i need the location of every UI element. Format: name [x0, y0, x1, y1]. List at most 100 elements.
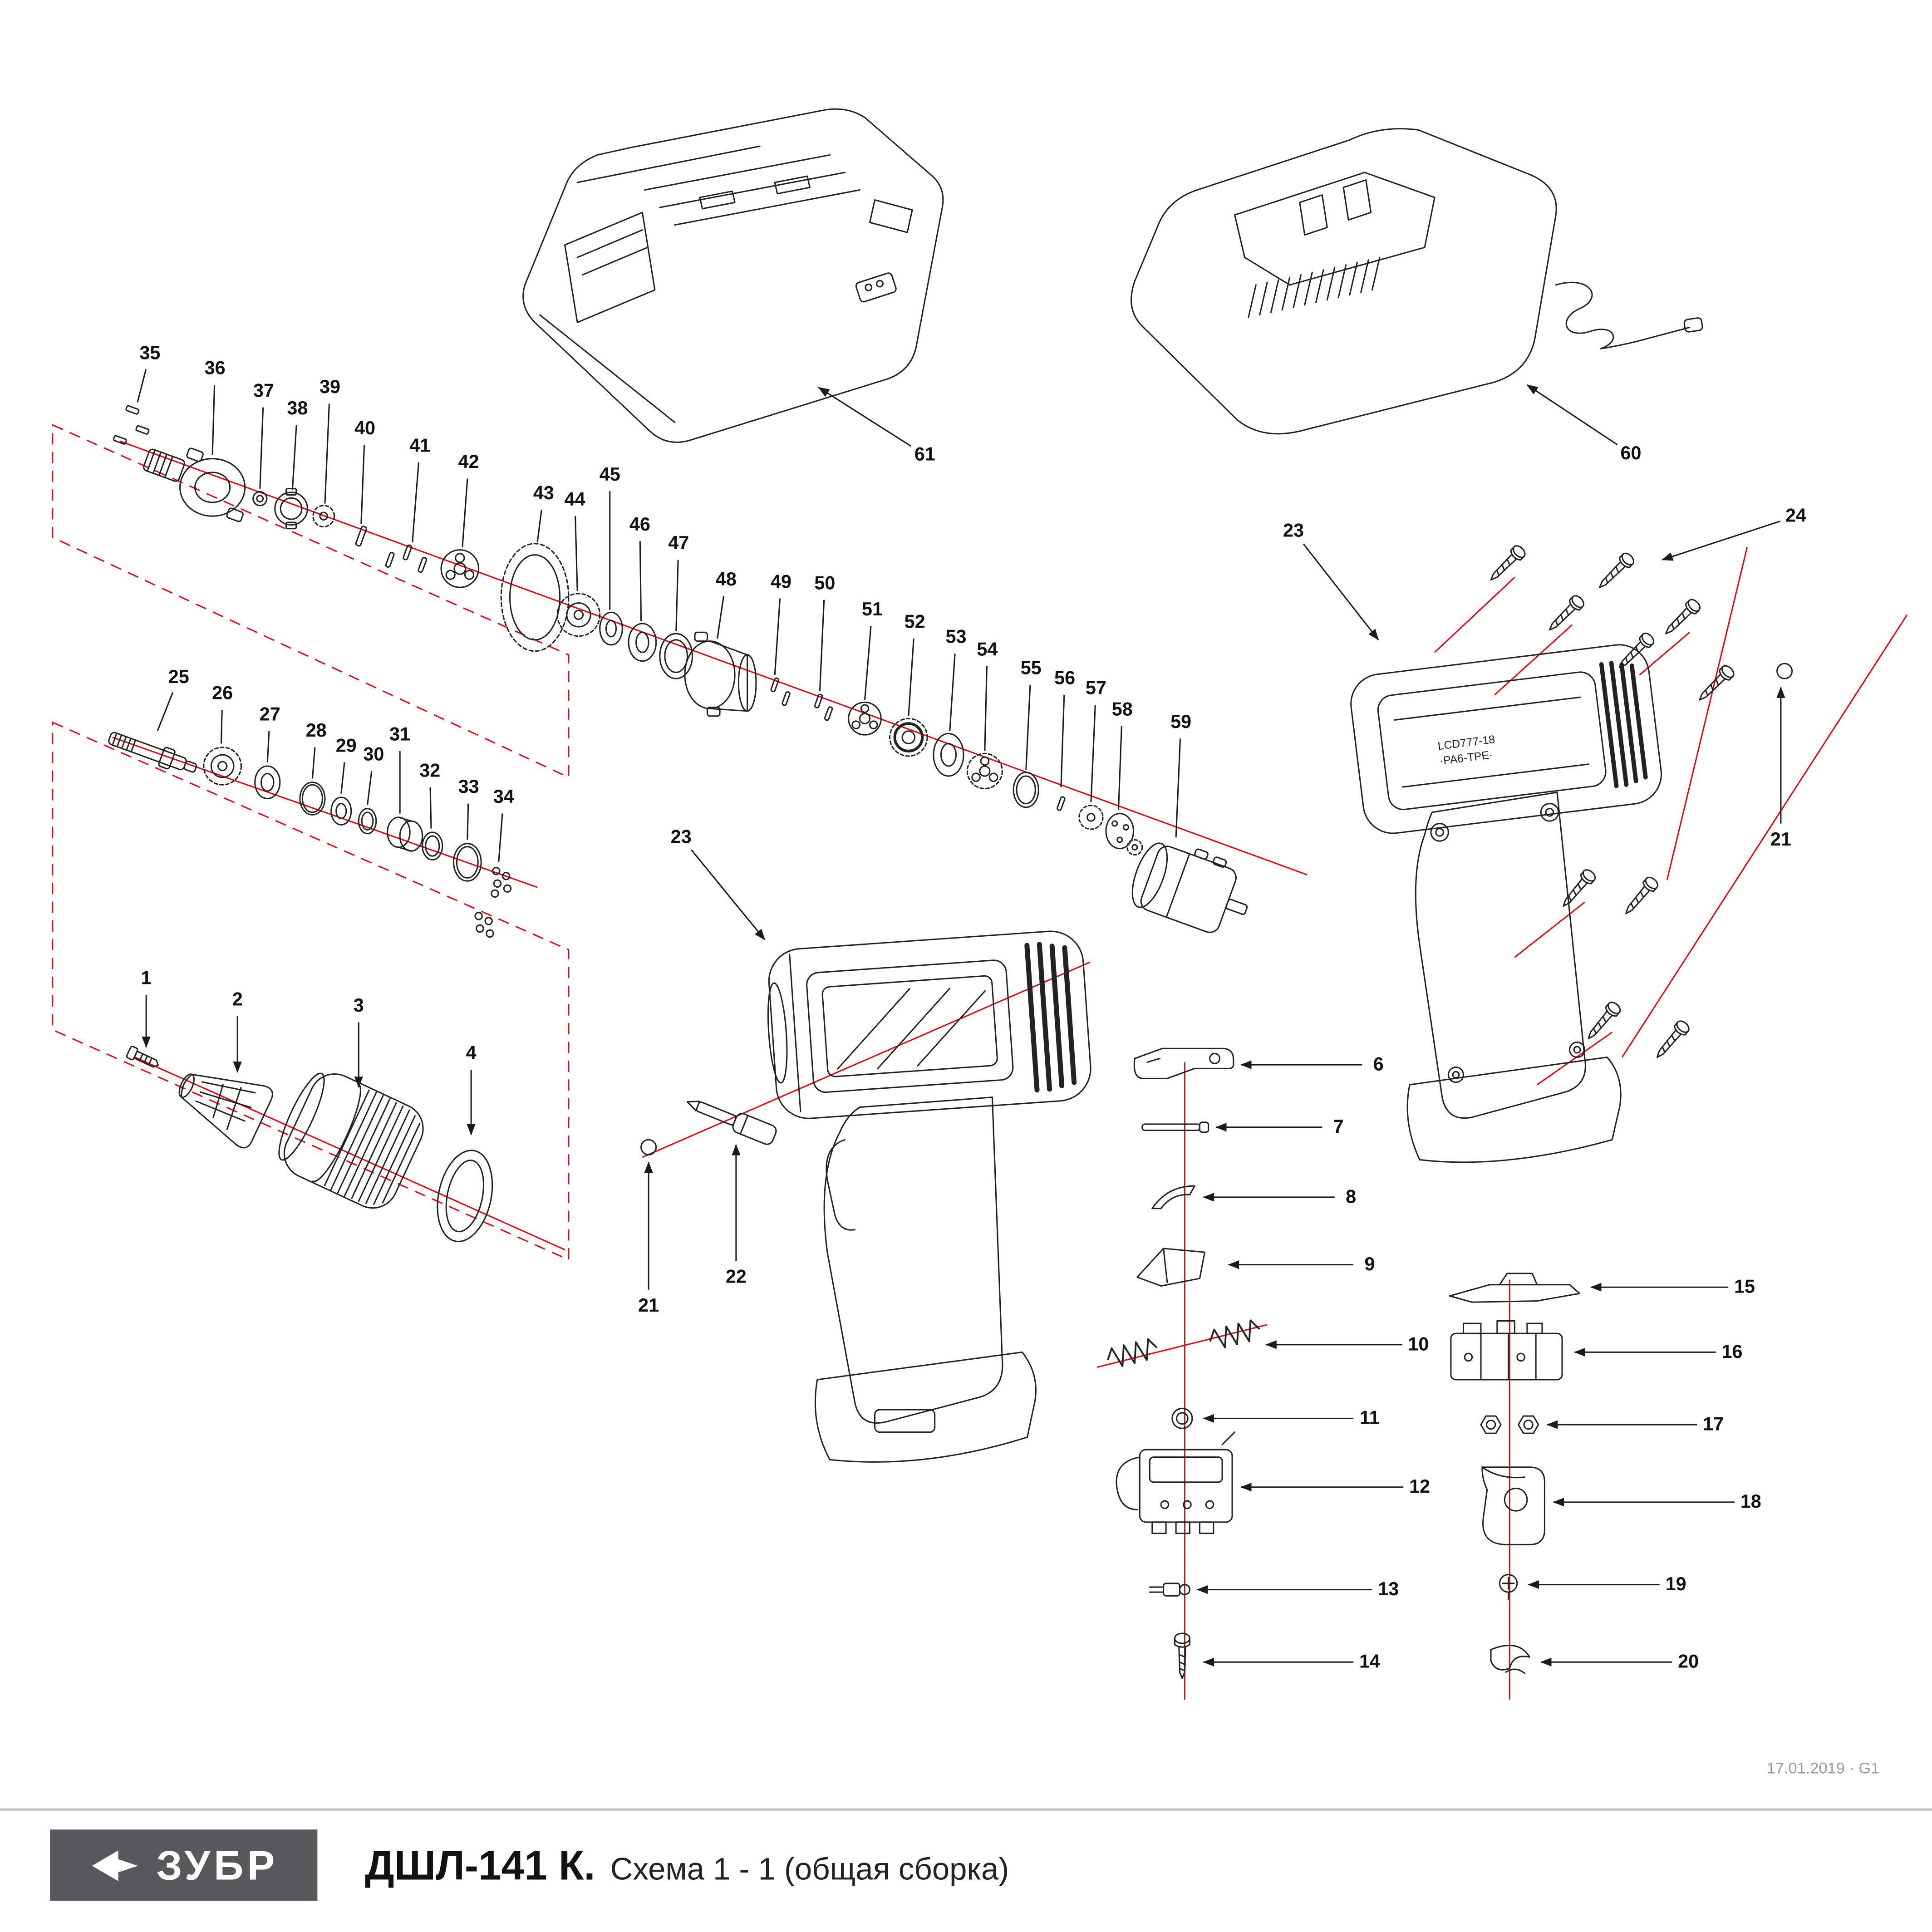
- part-callout-58: 58: [1111, 699, 1133, 721]
- part-callout-6: 6: [1373, 1054, 1384, 1076]
- part-19-screw-head-drawing: [1499, 1574, 1518, 1601]
- leader-line-35: [137, 369, 147, 403]
- part-17-nuts-drawing: [1480, 1415, 1539, 1434]
- leader-line-43: [536, 509, 542, 543]
- part-callout-41: 41: [409, 435, 431, 457]
- part-callout-48: 48: [715, 569, 737, 591]
- leader-line-24: [1661, 520, 1781, 561]
- part-46-washer-drawing: [628, 623, 657, 662]
- part-callout-8: 8: [1346, 1186, 1357, 1208]
- part-callout-35: 35: [139, 343, 161, 364]
- part-13-lamp-drawing: [1149, 1583, 1190, 1597]
- leader-line-30: [367, 771, 373, 805]
- leader-line-58: [1117, 726, 1122, 810]
- leader-line-37: [259, 407, 264, 489]
- leader-line-57: [1090, 704, 1096, 802]
- part-callout-12: 12: [1409, 1476, 1431, 1498]
- part-32-ring-drawing: [422, 831, 443, 860]
- leader-line-39: [324, 403, 330, 504]
- part-callout-57: 57: [1085, 678, 1106, 699]
- part-57-gear-drawing: [1078, 805, 1104, 830]
- part-callout-56: 56: [1054, 668, 1076, 689]
- part-31-sleeve-drawing: [387, 816, 423, 852]
- part-callout-3: 3: [353, 995, 364, 1017]
- part-callout-18: 18: [1740, 1491, 1761, 1513]
- part-43-ring-gear-drawing: [500, 543, 570, 652]
- part-callout-21: 21: [1770, 829, 1791, 850]
- leader-line-27: [266, 731, 270, 762]
- part-callout-19: 19: [1665, 1574, 1686, 1595]
- part-callout-46: 46: [629, 514, 650, 536]
- part-48-clutch-housing-drawing: [684, 631, 757, 717]
- leader-line-59: [1175, 738, 1181, 837]
- part-6-belt-clip-drawing: [1133, 1047, 1234, 1079]
- part-callout-9: 9: [1364, 1254, 1375, 1276]
- zubr-logo: ЗУБР: [50, 1829, 318, 1901]
- leader-line-23: [1303, 543, 1379, 640]
- part-callout-52: 52: [904, 611, 925, 633]
- part-callout-59: 59: [1170, 712, 1192, 733]
- part-callout-50: 50: [814, 573, 836, 595]
- leader-line-29: [340, 762, 345, 794]
- leader-line-44: [575, 516, 578, 591]
- part-callout-20: 20: [1678, 1651, 1699, 1673]
- part-callout-54: 54: [977, 639, 998, 661]
- leader-line-55: [1025, 684, 1031, 770]
- leader-line-34: [498, 813, 503, 863]
- part-18-bracket-drawing: [1481, 1466, 1545, 1545]
- part-callout-23: 23: [670, 826, 692, 848]
- zubr-arrow-icon: [92, 1850, 138, 1881]
- part-callout-1: 1: [141, 968, 152, 989]
- title-block: ДШЛ-141 К. Схема 1 - 1 (общая сборка): [365, 1841, 1009, 1889]
- part-callout-32: 32: [419, 760, 441, 782]
- part-callout-13: 13: [1378, 1579, 1399, 1600]
- part-callout-28: 28: [305, 720, 327, 742]
- part-callout-37: 37: [253, 380, 274, 402]
- part-2-chuck-jaws-drawing: [178, 1073, 273, 1149]
- part-9-slider-button-drawing: [1136, 1248, 1205, 1287]
- part-callout-49: 49: [771, 571, 791, 593]
- part-callout-53: 53: [945, 626, 967, 648]
- leader-line-52: [908, 638, 914, 716]
- part-47-ring-drawing: [659, 633, 693, 679]
- part-callout-15: 15: [1734, 1276, 1755, 1298]
- leader-line-42: [462, 478, 468, 548]
- part-21-ball-left-drawing: [640, 1139, 657, 1155]
- leader-line-56: [1060, 694, 1065, 787]
- part-21-ball-right-drawing: [1776, 663, 1793, 679]
- part-53-washer-drawing: [933, 732, 964, 777]
- part-callout-42: 42: [458, 452, 479, 473]
- part-42-carrier-drawing: [440, 549, 480, 588]
- part-39-gear-drawing: [312, 505, 335, 528]
- part-callout-51: 51: [862, 599, 883, 621]
- leader-line-54: [984, 666, 988, 751]
- part-callout-10: 10: [1408, 1334, 1429, 1356]
- part-callout-4: 4: [466, 1042, 477, 1064]
- part-callout-26: 26: [212, 683, 233, 704]
- leader-line-33: [467, 803, 469, 840]
- part-callout-60: 60: [1620, 443, 1642, 464]
- part-27-washer-drawing: [254, 765, 281, 800]
- drill-body-drawing: [767, 930, 1091, 1463]
- part-36-spindle-housing-drawing: [143, 447, 246, 522]
- part-1-screw-drawing: [126, 1046, 159, 1068]
- leader-line-25: [157, 692, 174, 732]
- part-16-terminal-block-drawing: [1450, 1320, 1563, 1381]
- part-callout-47: 47: [668, 533, 689, 555]
- part-7-rod-drawing: [1141, 1121, 1209, 1133]
- part-callout-38: 38: [287, 398, 308, 419]
- part-45-washer-drawing: [599, 611, 623, 646]
- part-callout-25: 25: [168, 667, 189, 688]
- part-37-ring-drawing: [252, 491, 268, 506]
- part-22-bit-drawing: [686, 1101, 777, 1145]
- leader-line-60: [1526, 384, 1618, 446]
- part-callout-43: 43: [533, 483, 554, 505]
- part-12-switch-drawing: [1116, 1431, 1236, 1534]
- charger-drawing: [1131, 128, 1703, 435]
- leader-line-26: [220, 709, 223, 744]
- part-callout-17: 17: [1703, 1414, 1724, 1435]
